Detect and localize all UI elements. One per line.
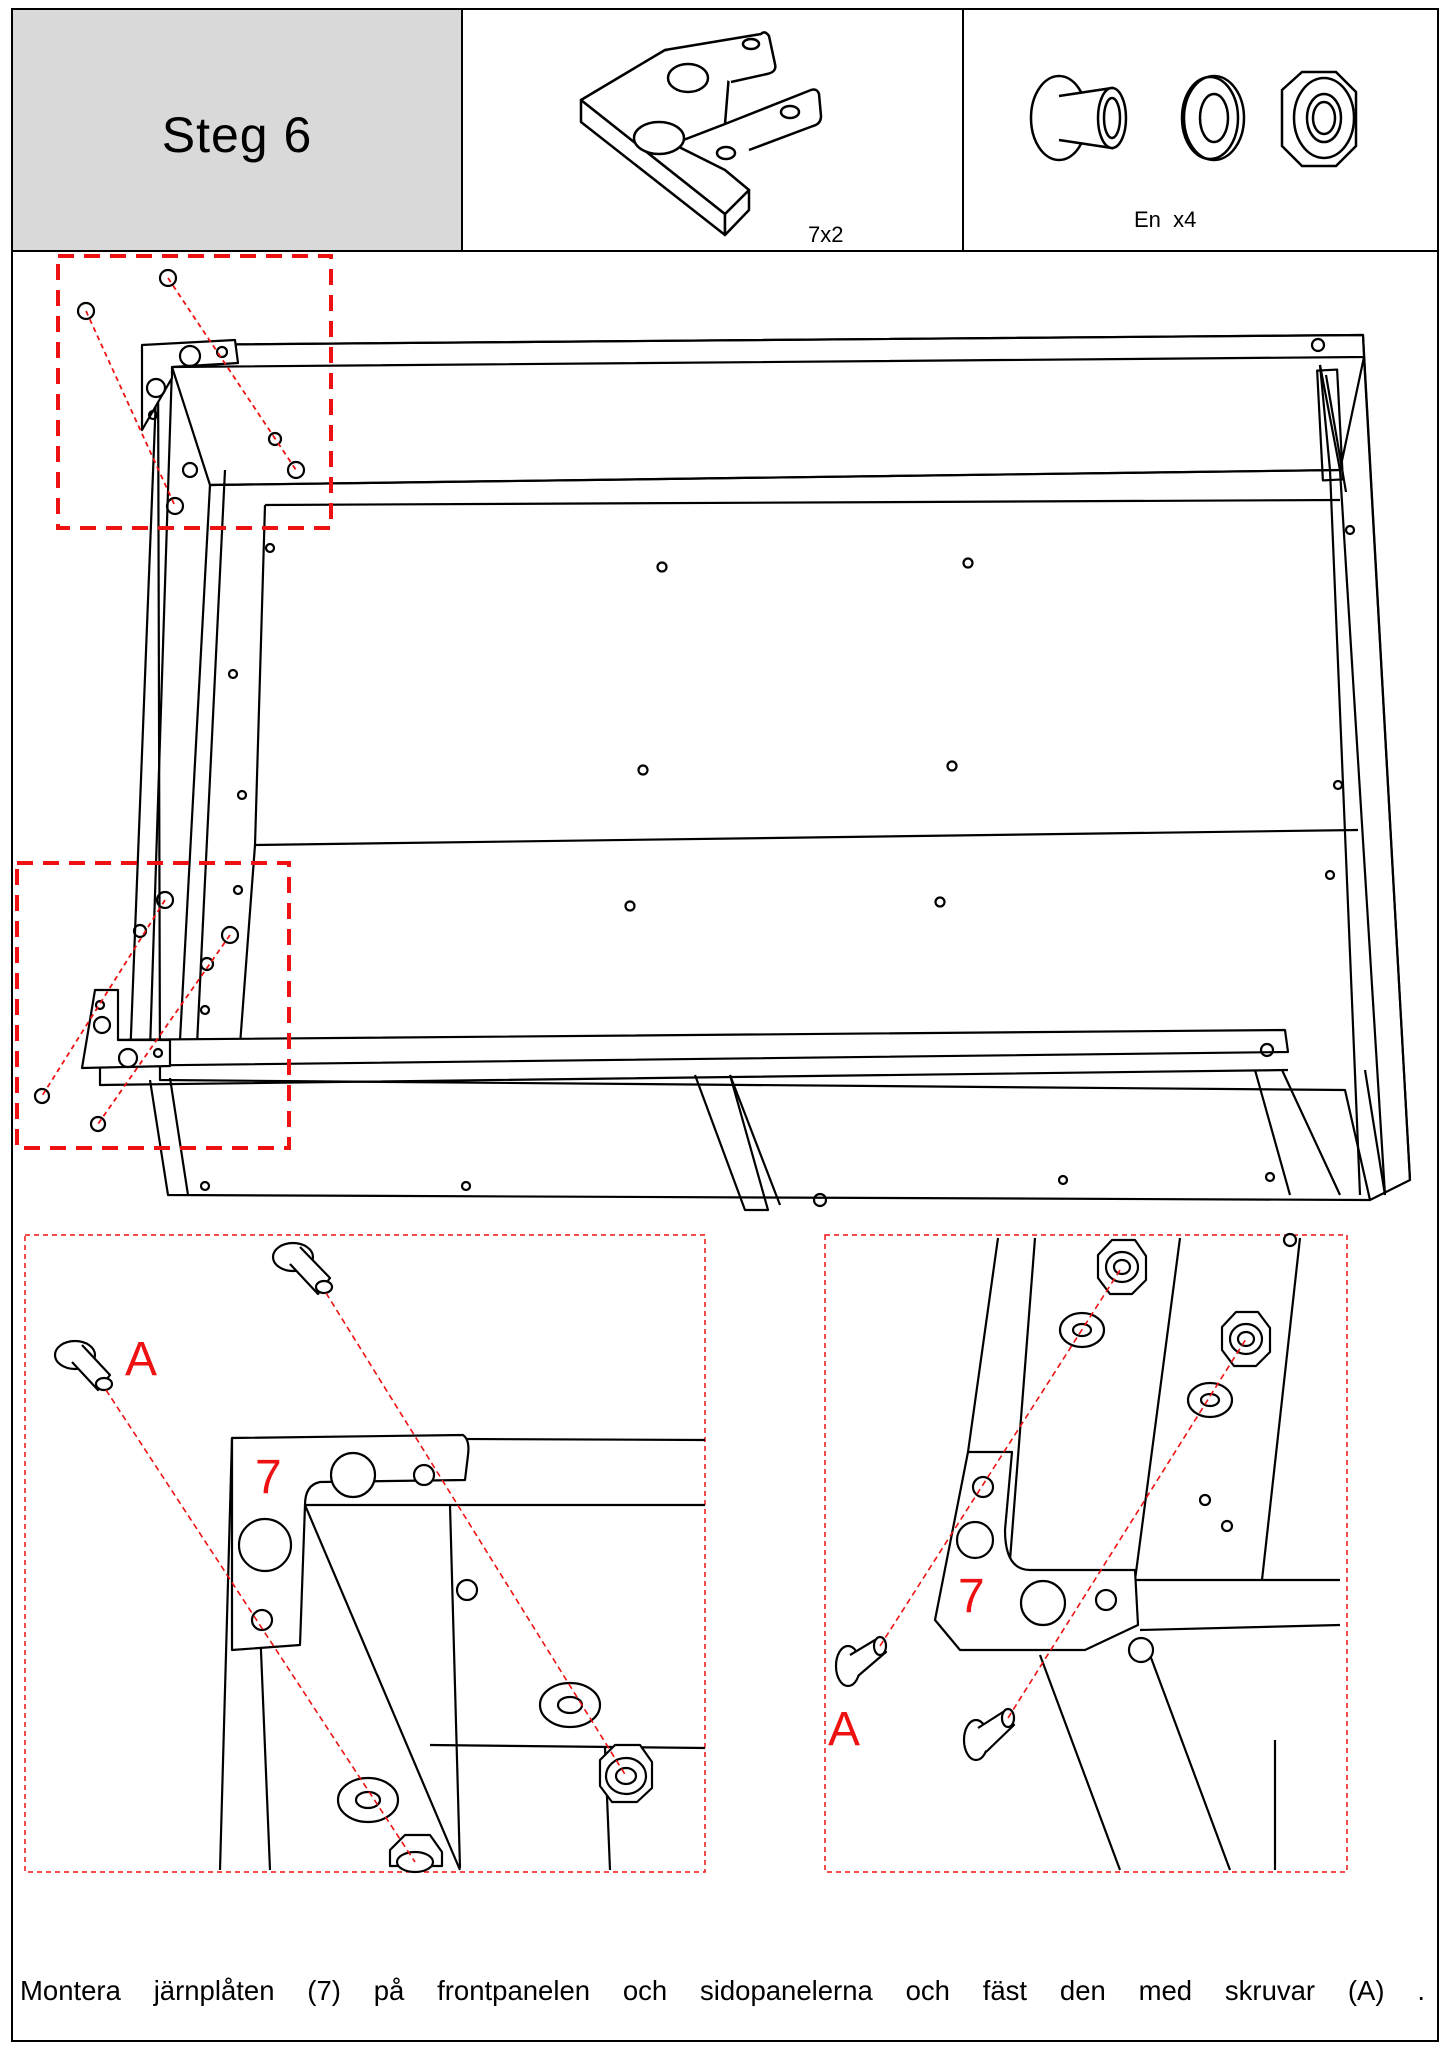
- plate-callout-right: 7: [958, 1570, 985, 1623]
- assembly-area: [11, 252, 1439, 2042]
- bolt-icon: [1029, 74, 1128, 162]
- hardware-quantity: En x4: [1134, 207, 1197, 232]
- screw-callout-left: A: [125, 1333, 157, 1386]
- part-7-cell: 7x2: [463, 8, 964, 252]
- lock-nut-icon: [1280, 70, 1358, 168]
- corner-plate-icon: [579, 31, 823, 237]
- hardware-cell: En x4: [964, 8, 1439, 252]
- detail-inset-left: A 7: [24, 1234, 706, 1874]
- main-fasteners: [33, 268, 828, 1208]
- step-title: Steg 6: [161, 107, 313, 163]
- plate-callout-left: 7: [255, 1451, 282, 1504]
- hardware-icons: [1029, 70, 1358, 168]
- washer-icon: [1180, 74, 1246, 162]
- screw-callout-right: A: [828, 1703, 860, 1756]
- part-quantity: 7x2: [808, 222, 844, 247]
- step-title-cell: Steg 6: [11, 8, 463, 252]
- instruction-text: Montera järnplåten (7) på frontpanelen o…: [20, 1975, 1425, 2006]
- detail-inset-right: A 7: [824, 1232, 1348, 1873]
- highlight-box-top-left: [56, 254, 333, 530]
- highlight-box-bottom-left: [15, 861, 291, 1150]
